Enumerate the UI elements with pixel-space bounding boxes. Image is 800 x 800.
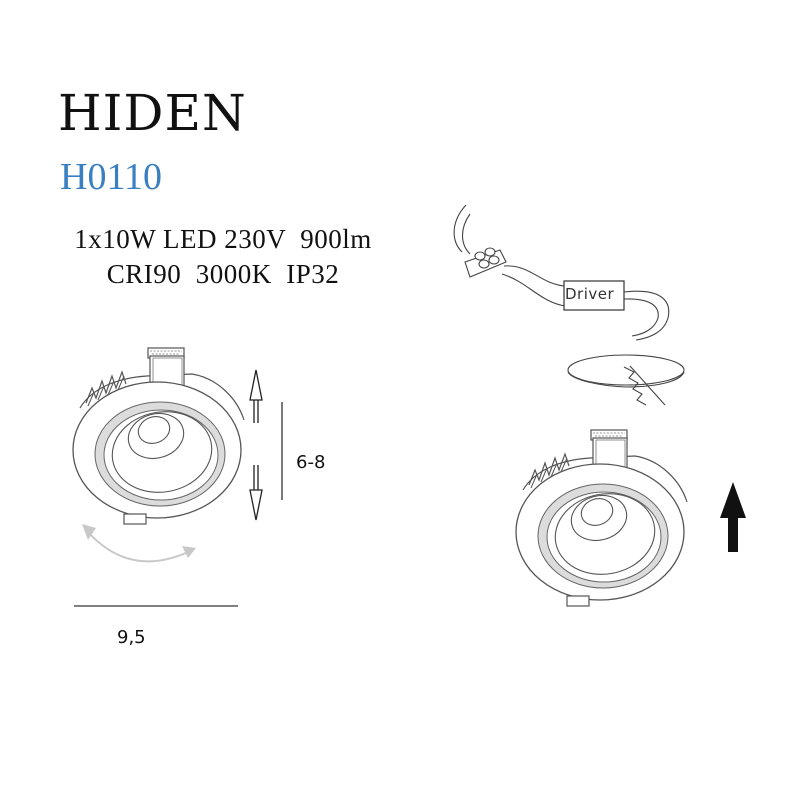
driver-box bbox=[563, 280, 625, 311]
width-dimension-label: 9,5 bbox=[117, 627, 146, 648]
product-name: HIDEN bbox=[58, 84, 247, 142]
fixture-drawing-install bbox=[515, 429, 688, 607]
driver-label: Driver bbox=[565, 285, 615, 303]
height-dimension-arrows bbox=[249, 369, 263, 521]
product-code: H0110 bbox=[60, 156, 163, 198]
wiring-driver-drawing bbox=[453, 204, 670, 341]
height-dimension-label: 6-8 bbox=[296, 452, 326, 473]
ceiling-cutout-drawing bbox=[567, 354, 685, 406]
fixture-drawing-side bbox=[72, 347, 245, 525]
push-up-arrow-icon bbox=[720, 482, 746, 552]
spec-line-power: 1x10W LED 230V 900lm bbox=[74, 224, 372, 254]
spec-line-color: CRI90 3000K IP32 bbox=[106, 259, 340, 289]
rotation-arrow-icon bbox=[82, 524, 196, 563]
product-specs: 1x10W LED 230V 900lm CRI90 3000K IP32 bbox=[58, 222, 388, 292]
